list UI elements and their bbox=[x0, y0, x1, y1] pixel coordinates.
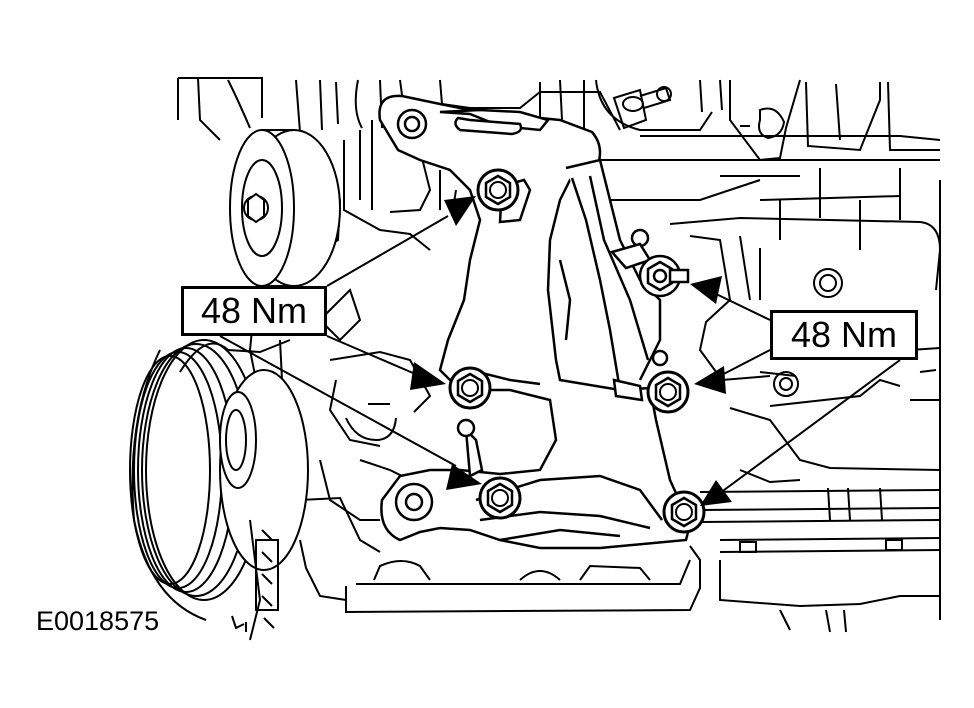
torque-value: 48 Nm bbox=[790, 314, 898, 355]
torque-value: 48 Nm bbox=[200, 290, 308, 331]
accessory-bracket bbox=[378, 94, 692, 550]
leader-lines bbox=[219, 215, 901, 497]
bolt-icon bbox=[448, 168, 706, 534]
figure-id-label: E0018575 bbox=[36, 606, 160, 636]
pointer-arrow-icon bbox=[410, 196, 732, 506]
engine-block bbox=[177, 77, 942, 633]
crank-pulley bbox=[129, 339, 309, 641]
idler-pulley bbox=[229, 129, 341, 287]
torque-callout-left: 48 Nm bbox=[181, 286, 327, 336]
torque-callout-right: 48 Nm bbox=[770, 310, 918, 360]
